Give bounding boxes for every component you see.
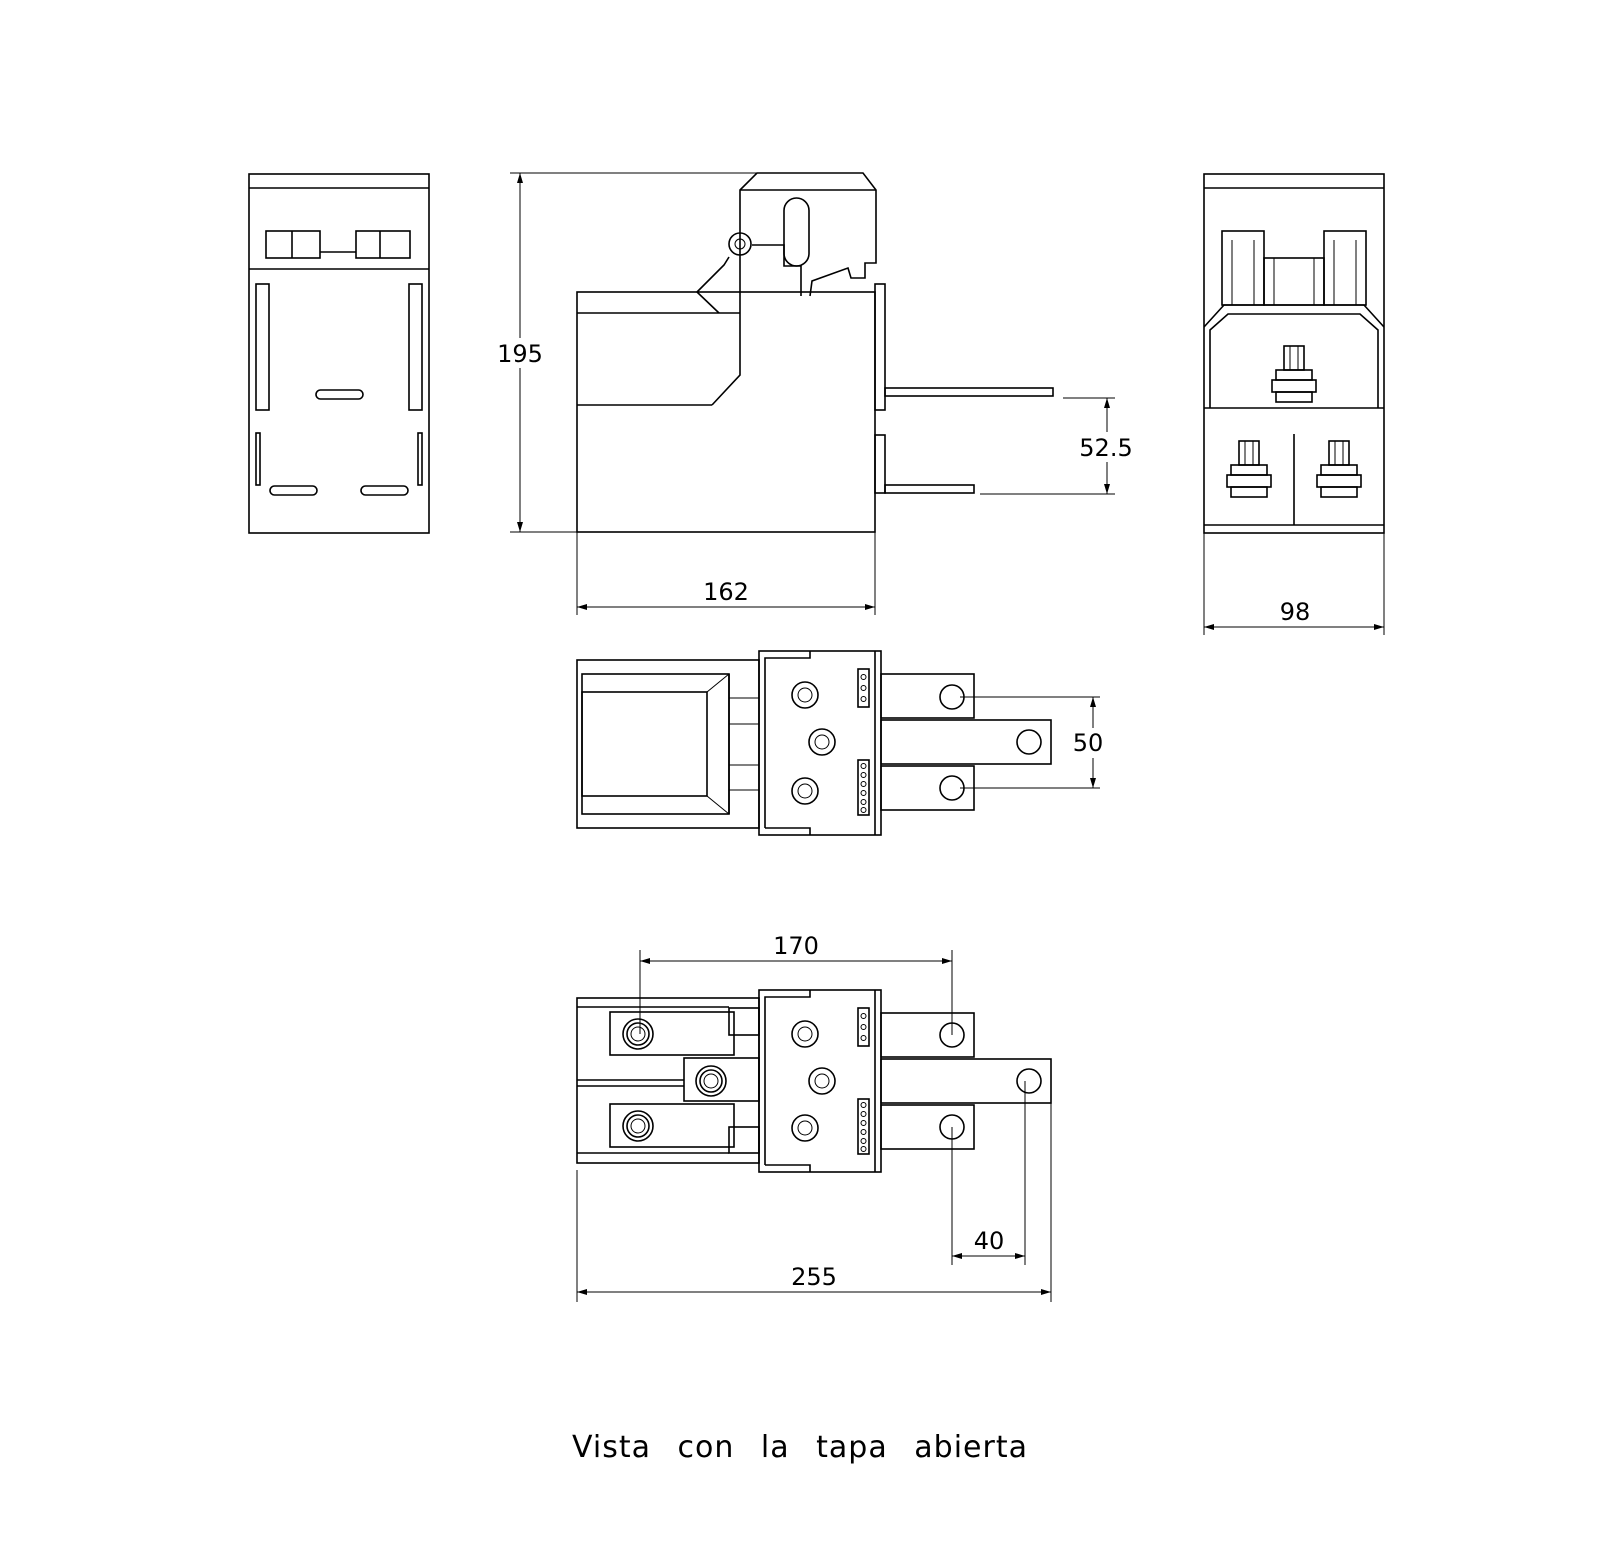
top-view (576, 650, 1052, 836)
dimension-width: 98 (1203, 533, 1385, 635)
bolt-top (1271, 345, 1317, 403)
side-view (576, 172, 1054, 533)
dimension-hole-spacing-label: 170 (773, 932, 819, 960)
dimension-height-label: 195 (497, 340, 543, 368)
left-end-view (248, 173, 430, 534)
drawing-caption: Vista con la tapa abierta (572, 1430, 1028, 1465)
dimension-length: 162 (576, 532, 876, 615)
dimension-length-label: 162 (703, 578, 749, 606)
right-end-view (1203, 173, 1385, 534)
dimension-terminal-pitch: 50 (960, 696, 1110, 789)
dimension-terminal-pitch-label: 50 (1073, 729, 1104, 757)
dimension-terminal-offset: 52.5 (980, 397, 1137, 495)
dimension-height: 195 (494, 172, 772, 533)
bolt-bottom-left (1226, 440, 1272, 498)
dimension-terminal-offset-label: 52.5 (1079, 434, 1132, 462)
dimension-overall-length: 255 (576, 1103, 1052, 1302)
open-view (576, 989, 1052, 1173)
dimension-bar-offset-label: 40 (974, 1227, 1005, 1255)
dimension-overall-length-label: 255 (791, 1263, 837, 1291)
dimension-width-label: 98 (1280, 598, 1311, 626)
dimension-hole-spacing: 170 (639, 932, 953, 1035)
bolt-bottom-right (1316, 440, 1362, 498)
dimension-bar-offset: 40 (951, 1081, 1026, 1265)
